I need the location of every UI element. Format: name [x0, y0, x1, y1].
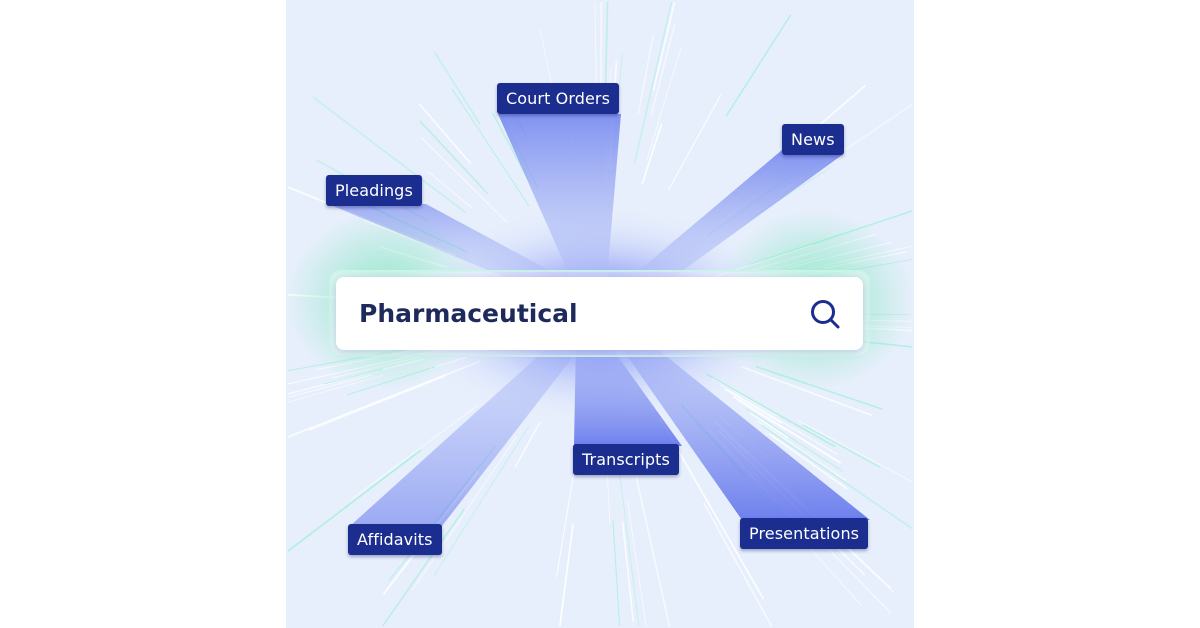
- light-ray: [421, 137, 508, 223]
- light-ray: [719, 384, 839, 456]
- light-ray: [757, 420, 846, 481]
- light-ray: [652, 1, 676, 91]
- light-ray: [427, 170, 473, 209]
- light-ray: [802, 424, 881, 468]
- beam-presentations: [616, 340, 870, 520]
- light-ray: [612, 520, 621, 627]
- light-ray: [418, 103, 472, 164]
- light-ray: [411, 435, 518, 591]
- light-ray: [769, 433, 848, 490]
- search-icon[interactable]: [809, 298, 841, 330]
- tag-court-orders: Court Orders: [497, 83, 620, 114]
- light-ray: [745, 408, 844, 472]
- light-ray: [749, 411, 789, 439]
- tag-news: News: [782, 124, 844, 155]
- illustration: Court Orders News Pleadings Transcripts …: [286, 0, 914, 628]
- light-ray: [433, 425, 530, 577]
- beam-news: [616, 150, 842, 290]
- light-ray: [514, 421, 541, 468]
- light-ray: [621, 521, 635, 623]
- light-ray: [618, 468, 640, 627]
- light-ray: [641, 123, 663, 185]
- light-ray: [650, 23, 676, 116]
- light-ray: [635, 477, 671, 627]
- tag-transcripts: Transcripts: [573, 444, 679, 475]
- light-ray: [633, 1, 673, 165]
- light-ray: [451, 89, 530, 207]
- light-ray: [308, 374, 447, 431]
- beam-affidavits: [350, 340, 586, 526]
- light-ray: [725, 14, 792, 117]
- light-ray: [703, 502, 773, 627]
- beam-transcripts: [574, 340, 682, 446]
- beam-pleadings: [328, 204, 586, 290]
- tag-pleadings: Pleadings: [326, 175, 422, 206]
- light-ray: [798, 420, 913, 483]
- light-ray: [559, 524, 574, 627]
- light-ray: [646, 47, 682, 161]
- light-ray: [626, 499, 647, 627]
- light-ray: [312, 96, 467, 214]
- light-ray: [382, 508, 466, 627]
- light-ray: [637, 35, 655, 115]
- light-ray: [732, 395, 842, 464]
- beam-court-orders: [498, 114, 621, 290]
- light-ray: [419, 120, 489, 195]
- light-ray: [667, 94, 722, 191]
- light-ray: [737, 399, 786, 431]
- light-ray: [604, 1, 609, 84]
- light-ray: [350, 404, 479, 501]
- light-ray: [555, 474, 574, 578]
- search-input[interactable]: Pharmaceutical: [359, 299, 578, 328]
- light-ray: [287, 449, 422, 552]
- tag-presentations: Presentations: [740, 518, 869, 549]
- search-bar[interactable]: Pharmaceutical: [336, 277, 863, 350]
- light-ray: [433, 51, 481, 125]
- light-ray: [761, 424, 913, 530]
- tag-affidavits: Affidavits: [348, 524, 442, 555]
- light-ray: [491, 112, 529, 179]
